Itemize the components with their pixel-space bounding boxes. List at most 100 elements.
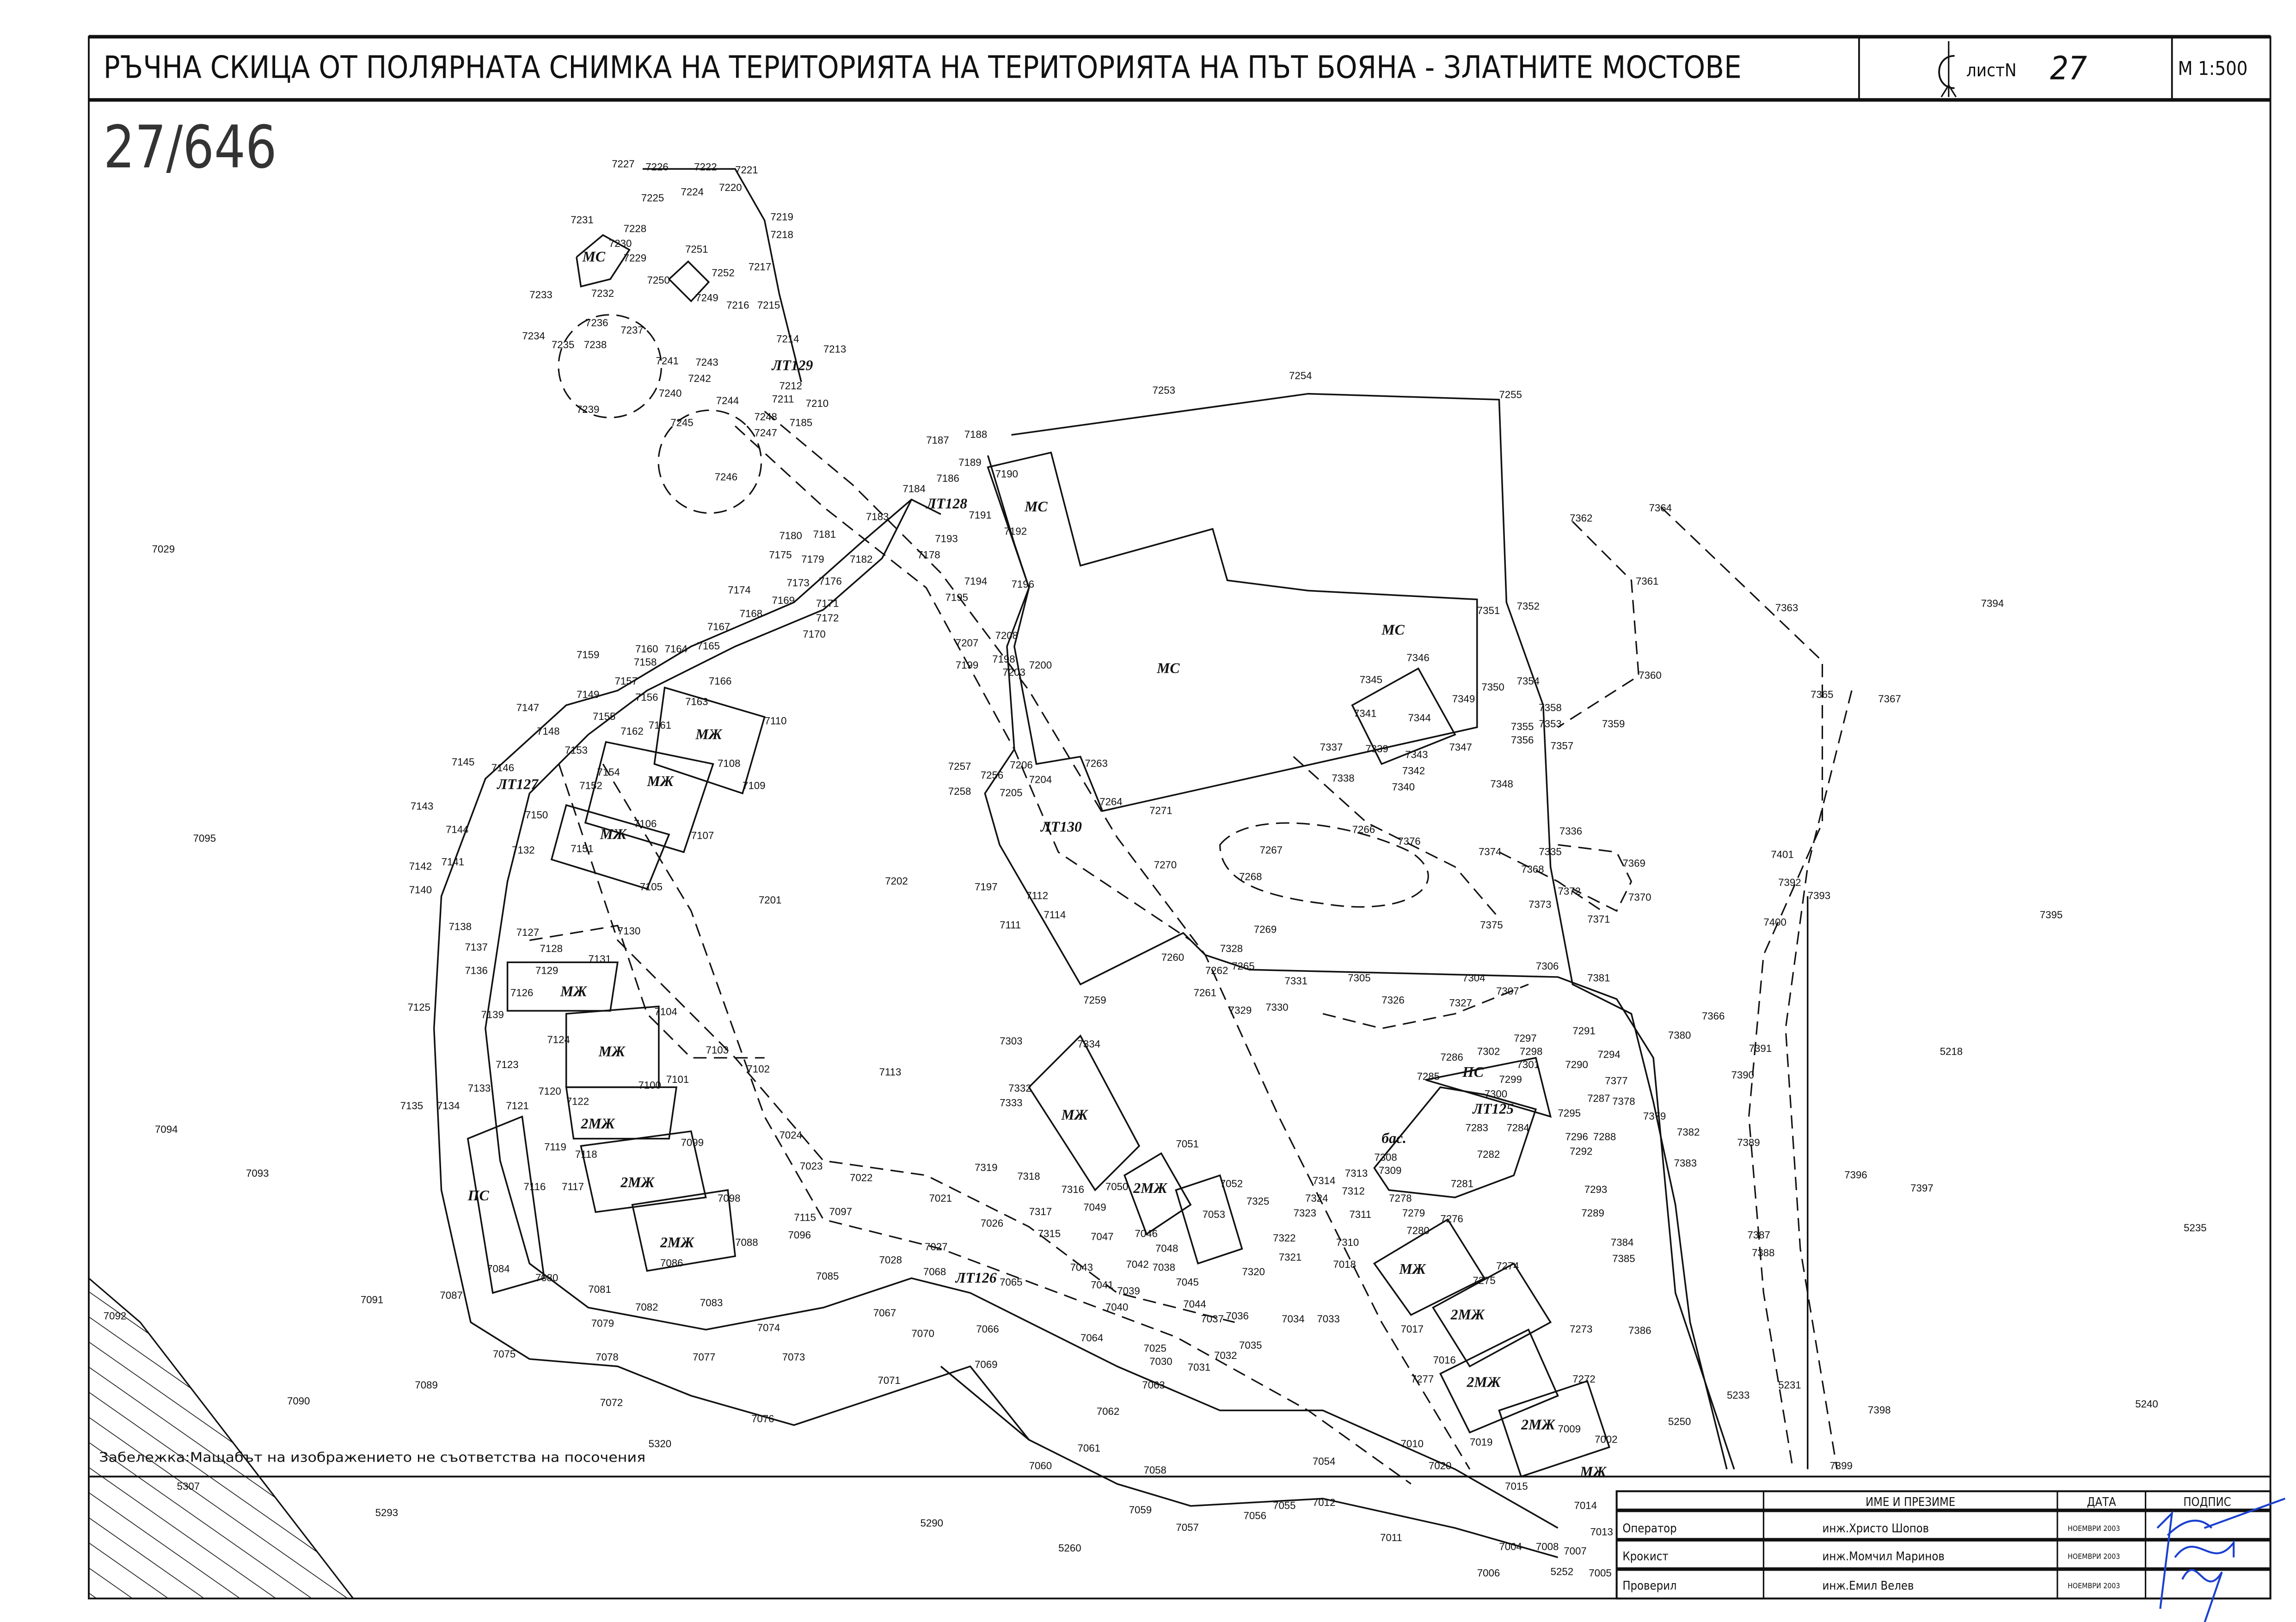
- survey-point-label: 7029: [152, 543, 175, 555]
- survey-point-label: 7064: [1080, 1332, 1103, 1344]
- survey-point-label: 7318: [1017, 1171, 1040, 1182]
- survey-point-label: 7292: [1570, 1146, 1592, 1157]
- survey-point-label: 7197: [975, 881, 997, 893]
- survey-point-label: 7364: [1649, 502, 1672, 514]
- survey-point-label: 7034: [1282, 1313, 1304, 1325]
- survey-point-label: 7192: [1004, 526, 1027, 537]
- survey-point-label: 7144: [446, 824, 468, 836]
- survey-point-label: 7098: [718, 1192, 740, 1204]
- survey-point-label: 7074: [757, 1322, 780, 1333]
- survey-point-label: 7336: [1559, 825, 1582, 837]
- survey-point-label: 7239: [577, 404, 599, 415]
- survey-point-label: 7107: [691, 829, 714, 841]
- survey-point-label: 7051: [1176, 1138, 1198, 1150]
- survey-point-label: 7203: [1002, 667, 1025, 678]
- survey-point-label: 7314: [1313, 1175, 1335, 1186]
- role-checker: Проверил: [1622, 1579, 1676, 1592]
- survey-point-label: 7264: [1099, 796, 1122, 807]
- survey-point-label: 7011: [1380, 1532, 1402, 1543]
- survey-point-label: 7028: [879, 1254, 902, 1266]
- survey-point-label: 7079: [591, 1317, 614, 1329]
- survey-point-label: 7063: [1142, 1379, 1165, 1391]
- building-type-label: 2МЖ: [1450, 1306, 1485, 1322]
- building-type-label: 2МЖ: [660, 1235, 694, 1251]
- survey-point-label: 7376: [1398, 836, 1420, 847]
- survey-point-label: 7241: [656, 355, 679, 367]
- survey-point-label: 7204: [1029, 774, 1052, 786]
- survey-point-label: 5240: [2135, 1398, 2158, 1410]
- survey-point-label: 7069: [975, 1358, 997, 1370]
- survey-point-label: 5252: [1551, 1566, 1573, 1577]
- survey-point-label: 7046: [1135, 1228, 1157, 1239]
- survey-point-label: 7084: [487, 1263, 510, 1275]
- survey-point-label: 7035: [1239, 1339, 1262, 1351]
- survey-point-label: 7260: [1161, 952, 1184, 963]
- survey-point-label: 7237: [620, 324, 643, 336]
- survey-point-label: 7325: [1246, 1196, 1269, 1207]
- survey-point-label: 7132: [512, 844, 534, 856]
- survey-point-label: 7023: [800, 1160, 823, 1172]
- survey-point-label: 7362: [1570, 512, 1592, 524]
- survey-point-label: 7261: [1194, 987, 1216, 998]
- survey-point-label: 7053: [1203, 1209, 1225, 1220]
- survey-point-label: 7351: [1477, 605, 1500, 616]
- survey-point-label: 7291: [1572, 1025, 1595, 1037]
- building-type-label: МЖ: [600, 826, 627, 842]
- survey-point-label: 7349: [1452, 693, 1475, 705]
- survey-point-label: 7381: [1587, 972, 1610, 984]
- survey-point-label: 7288: [1593, 1131, 1616, 1143]
- survey-point-label: 7106: [634, 818, 657, 829]
- survey-point-label: 7018: [1333, 1259, 1356, 1270]
- survey-point-label: 7313: [1345, 1167, 1368, 1179]
- survey-point-label: 7243: [695, 356, 718, 368]
- survey-point-label: 7226: [645, 161, 668, 173]
- survey-point-label: 7103: [706, 1044, 729, 1056]
- survey-point-label: 7273: [1570, 1323, 1592, 1335]
- survey-point-label: 7378: [1612, 1096, 1635, 1107]
- survey-point-label: 7259: [1083, 994, 1106, 1006]
- survey-point-label: 7298: [1520, 1045, 1542, 1057]
- survey-point-label: 7161: [649, 719, 671, 731]
- survey-point-label: 7346: [1406, 652, 1429, 664]
- building-type-label: бас.: [1381, 1130, 1406, 1146]
- survey-point-label: 7383: [1674, 1157, 1697, 1169]
- survey-point-label: 7173: [786, 577, 809, 589]
- survey-point-label: 7220: [719, 182, 742, 193]
- parcel-boundaries: [433, 168, 1853, 1558]
- survey-point-label: 7172: [816, 612, 839, 624]
- survey-point-label: 7322: [1273, 1232, 1295, 1244]
- survey-point-label: 7368: [1521, 863, 1544, 875]
- survey-point-label: 7117: [562, 1181, 584, 1192]
- survey-station-label: ЛТ126: [955, 1270, 997, 1286]
- survey-point-label: 7247: [754, 427, 777, 439]
- survey-point-label: 7012: [1313, 1497, 1335, 1508]
- survey-point-label: 7240: [659, 387, 681, 399]
- survey-point-label: 7036: [1226, 1310, 1248, 1321]
- survey-point-label: 7282: [1477, 1149, 1500, 1160]
- survey-point-label: 7049: [1083, 1201, 1106, 1213]
- survey-point-label: 7006: [1477, 1567, 1500, 1579]
- survey-point-label: 7002: [1595, 1433, 1617, 1445]
- survey-point-label: 7307: [1496, 985, 1519, 997]
- survey-point-label: 7263: [1085, 758, 1107, 769]
- survey-point-label: 7065: [1000, 1276, 1022, 1288]
- survey-point-label: 7009: [1558, 1423, 1581, 1435]
- survey-point-label: 7176: [819, 576, 841, 587]
- header-name: ИМЕ И ПРЕЗИМЕ: [1866, 1495, 1955, 1509]
- building-type-label: МС: [1381, 622, 1405, 638]
- survey-point-label: 7350: [1481, 681, 1504, 693]
- survey-point-label: 7330: [1265, 1001, 1288, 1013]
- survey-point-label: 7327: [1449, 997, 1472, 1009]
- scale-label: М 1:500: [2178, 57, 2247, 80]
- survey-point-label: 7154: [597, 767, 620, 778]
- header-signature: ПОДПИС: [2183, 1495, 2231, 1509]
- survey-point-label: 7050: [1105, 1181, 1128, 1192]
- survey-point-label: 7031: [1188, 1362, 1210, 1373]
- survey-point-label: 7317: [1029, 1206, 1052, 1217]
- scale-note: Забележка:Мащабът на изображението не съ…: [99, 1450, 645, 1465]
- survey-point-label: 7221: [735, 164, 758, 176]
- survey-point-label: 7219: [770, 211, 793, 223]
- survey-point-label: 7360: [1639, 670, 1661, 681]
- building-type-label: ПС: [1462, 1064, 1484, 1080]
- building-type-label: МЖ: [646, 773, 674, 789]
